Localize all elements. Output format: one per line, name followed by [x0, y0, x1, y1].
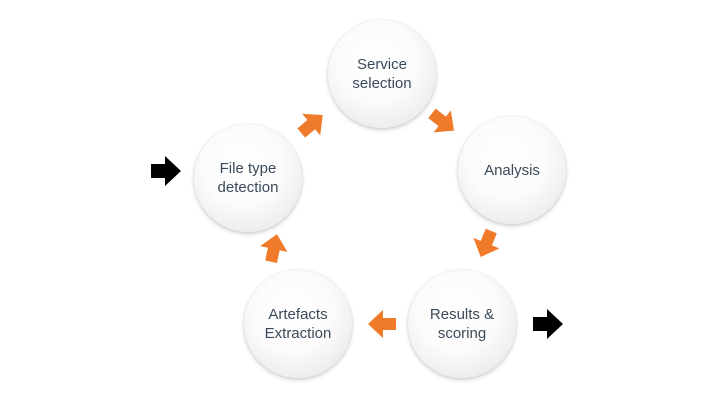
arrow-icon — [366, 308, 398, 340]
output-arrow-icon — [532, 308, 564, 340]
file-type-detection-label: File type detection — [217, 160, 279, 196]
file-type-detection-node: File type detection — [194, 124, 302, 232]
arrow-icon — [258, 232, 290, 264]
artefacts-extraction-node: Artefacts Extraction — [244, 270, 352, 378]
arrow-analysis-to-results — [473, 228, 500, 257]
analysis-label: Analysis — [484, 161, 540, 179]
arrow-artefacts-to-filetype — [260, 234, 288, 263]
arrow-icon — [296, 108, 328, 140]
artefacts-extraction-label: Artefacts Extraction — [264, 306, 332, 342]
arrow-results-to-artefacts — [368, 310, 396, 338]
input-arrow — [151, 156, 181, 186]
input-arrow-icon — [150, 155, 182, 187]
analysis-node: Analysis — [458, 116, 566, 224]
arrow-icon — [427, 106, 459, 138]
service-selection-node: Service selection — [328, 20, 436, 128]
results-scoring-label: Results & scoring — [429, 306, 495, 342]
arrow-icon — [470, 228, 502, 260]
service-selection-label: Service selection — [352, 56, 412, 92]
output-arrow — [533, 309, 563, 339]
results-scoring-node: Results & scoring — [408, 270, 516, 378]
arrow-filetype-to-service — [297, 113, 323, 138]
arrow-service-to-analysis — [428, 108, 455, 133]
